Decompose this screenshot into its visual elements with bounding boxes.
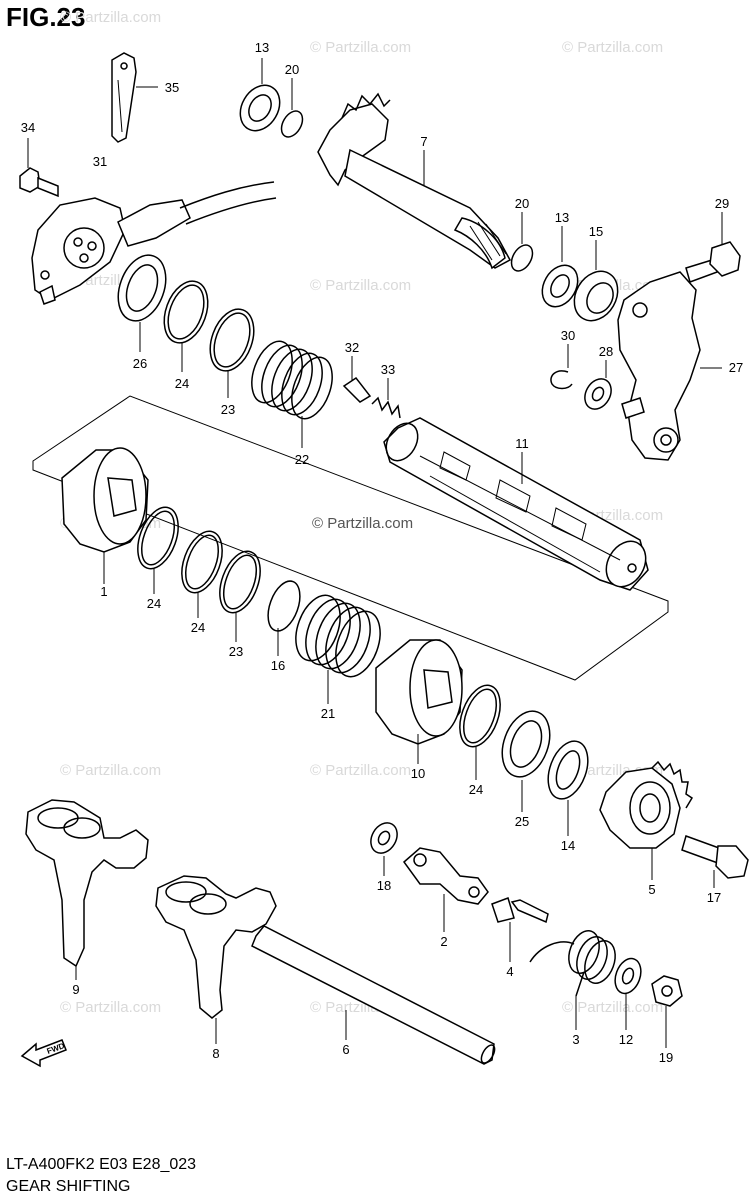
- part-24-circlip[interactable]: [156, 275, 215, 349]
- callout-4: 4: [506, 964, 513, 979]
- part-24-circlip-3[interactable]: [174, 526, 230, 598]
- watermark: © Partzilla.com: [60, 762, 161, 779]
- part-9-shift-fork[interactable]: [25, 799, 149, 968]
- watermark: © Partzilla.com: [310, 39, 411, 56]
- figure-title: FIG.23: [6, 2, 86, 32]
- forward-arrow-icon: FWD: [20, 1039, 67, 1068]
- part-7-shift-shaft[interactable]: [317, 92, 512, 270]
- part-14-washer[interactable]: [541, 736, 595, 805]
- callout-19: 19: [659, 1050, 673, 1065]
- part-34-bolt[interactable]: [19, 167, 59, 198]
- part-21-spring[interactable]: [288, 589, 389, 683]
- part-31-switch[interactable]: [31, 181, 277, 305]
- callout-5: 5: [648, 882, 655, 897]
- part-13-washer[interactable]: [232, 78, 287, 138]
- callout-8: 8: [212, 1046, 219, 1061]
- part-8-shift-fork[interactable]: [155, 875, 277, 1019]
- part-2-stopper-arm[interactable]: [402, 847, 489, 905]
- callout-27: 27: [729, 360, 743, 375]
- watermark: © Partzilla.com: [562, 999, 663, 1016]
- part-13-washer-2[interactable]: [535, 259, 585, 313]
- part-4-bolt[interactable]: [491, 897, 549, 924]
- part-22-spring[interactable]: [244, 336, 340, 424]
- part-12-washer[interactable]: [611, 955, 646, 997]
- part-20-circlip[interactable]: [277, 107, 307, 140]
- callout-labels: 13 20 35 34 31 7 20 13 15 29 30 28 27 26…: [21, 40, 743, 1065]
- part-18-washer[interactable]: [366, 818, 403, 858]
- callout-2: 2: [440, 934, 447, 949]
- assembly-boundary: [32, 395, 669, 681]
- callout-21: 21: [321, 706, 335, 721]
- watermark: © Partzilla.com: [562, 39, 663, 56]
- part-20-circlip-2[interactable]: [507, 241, 537, 274]
- part-35-pin[interactable]: [111, 52, 137, 143]
- diagram-name: GEAR SHIFTING: [6, 1178, 131, 1195]
- callout-14: 14: [561, 838, 575, 853]
- callout-15: 15: [589, 224, 603, 239]
- part-30-clip[interactable]: [550, 370, 573, 390]
- part-24-circlip-4[interactable]: [452, 680, 508, 752]
- callout-25: 25: [515, 814, 529, 829]
- callout-13-b: 13: [555, 210, 569, 225]
- callout-22: 22: [295, 452, 309, 467]
- watermark-center: © Partzilla.com: [312, 515, 413, 532]
- part-23-washer-2[interactable]: [212, 546, 268, 618]
- part-19-nut[interactable]: [651, 975, 683, 1007]
- callout-20-b: 20: [515, 196, 529, 211]
- callout-24-d: 24: [469, 782, 483, 797]
- part-27-shift-arm[interactable]: [617, 271, 701, 461]
- callout-12: 12: [619, 1032, 633, 1047]
- callout-24-c: 24: [191, 620, 205, 635]
- part-25-washer[interactable]: [494, 705, 559, 784]
- part-28-washer[interactable]: [580, 374, 617, 414]
- part-24-circlip-2[interactable]: [130, 502, 186, 574]
- part-26-washer[interactable]: [110, 249, 175, 328]
- callout-35: 35: [165, 80, 179, 95]
- callout-3: 3: [572, 1032, 579, 1047]
- callout-20: 20: [285, 62, 299, 77]
- part-33-spring[interactable]: [371, 396, 401, 419]
- callout-9: 9: [72, 982, 79, 997]
- callout-29: 29: [715, 196, 729, 211]
- part-17-bolt[interactable]: [681, 835, 749, 879]
- callout-34: 34: [21, 120, 35, 135]
- callout-30: 30: [561, 328, 575, 343]
- part-5-gear[interactable]: [599, 760, 694, 849]
- callout-16: 16: [271, 658, 285, 673]
- callout-23: 23: [221, 402, 235, 417]
- callout-13: 13: [255, 40, 269, 55]
- callout-18: 18: [377, 878, 391, 893]
- part-15-oil-seal[interactable]: [566, 263, 627, 328]
- part-3-spring[interactable]: [529, 927, 621, 997]
- part-16-circlip[interactable]: [262, 577, 306, 635]
- callout-10: 10: [411, 766, 425, 781]
- callout-31: 31: [93, 154, 107, 169]
- callout-17: 17: [707, 890, 721, 905]
- part-11-shift-cam[interactable]: [380, 417, 654, 594]
- part-1-cam-body[interactable]: [61, 447, 149, 553]
- watermark: © Partzilla.com: [310, 277, 411, 294]
- callout-11: 11: [515, 436, 529, 451]
- watermark: © Partzilla.com: [60, 999, 161, 1016]
- part-29-bolt[interactable]: [685, 241, 741, 283]
- callout-23-b: 23: [229, 644, 243, 659]
- callout-28: 28: [599, 344, 613, 359]
- part-32-pin[interactable]: [342, 376, 372, 403]
- callout-24-b: 24: [147, 596, 161, 611]
- diagram-code: LT-A400FK2 E03 E28_023: [6, 1156, 197, 1173]
- callout-33: 33: [381, 362, 395, 377]
- part-6-fork-shaft[interactable]: [251, 925, 497, 1065]
- callout-26: 26: [133, 356, 147, 371]
- part-10-cam-body[interactable]: [375, 639, 463, 745]
- part-23-washer[interactable]: [202, 303, 261, 377]
- watermark: © Partzilla.com: [310, 762, 411, 779]
- callout-6: 6: [342, 1042, 349, 1057]
- callout-24: 24: [175, 376, 189, 391]
- callout-32: 32: [345, 340, 359, 355]
- watermark: © Partzilla.com: [60, 9, 161, 26]
- callout-7: 7: [420, 134, 427, 149]
- callout-1: 1: [100, 584, 107, 599]
